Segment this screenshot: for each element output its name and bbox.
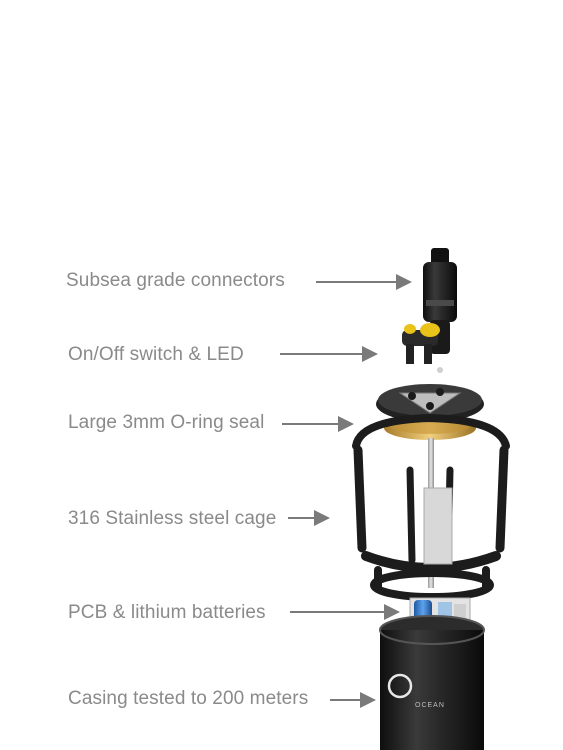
callout-label-pcb: PCB & lithium batteries [68, 602, 266, 623]
callout-label-switch-led: On/Off switch & LED [68, 344, 244, 365]
logo-text: OCEAN [415, 702, 445, 709]
callout-label-connectors: Subsea grade connectors [66, 270, 285, 291]
stainless-cage [352, 413, 510, 601]
callout-label-casing: Casing tested to 200 meters [68, 688, 309, 709]
ocean-logo-icon [387, 673, 413, 699]
callout-label-o-ring: Large 3mm O-ring seal [68, 412, 265, 433]
casing-body [379, 615, 485, 750]
top-end-cap [376, 384, 484, 422]
callout-label-cage: 316 Stainless steel cage [68, 508, 277, 529]
switch-led-part [402, 323, 443, 373]
callout-arrows [280, 274, 412, 708]
steel-bracket [423, 487, 453, 565]
